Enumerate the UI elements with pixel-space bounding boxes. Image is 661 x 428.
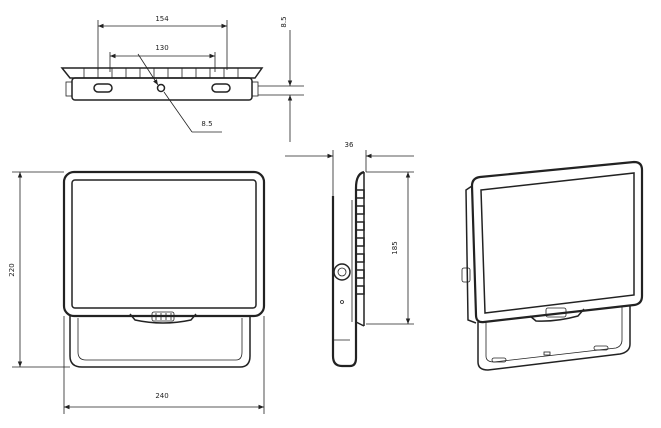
dim-thickness-label: 8.5 [280, 16, 288, 27]
front-view: 220 240 [8, 170, 266, 414]
dim-185-label: 185 [391, 241, 399, 254]
dim-220-label: 220 [8, 263, 16, 276]
top-view: 154 130 8.5 8.5 [60, 15, 304, 142]
side-view: 36 185 [285, 141, 414, 368]
dim-36-label: 36 [345, 141, 354, 149]
isometric-view [461, 160, 644, 371]
dim-hole-label: 8.5 [201, 120, 212, 128]
dim-154-label: 154 [155, 15, 169, 23]
dim-130-label: 130 [155, 44, 168, 52]
dim-240-label: 240 [155, 392, 168, 400]
